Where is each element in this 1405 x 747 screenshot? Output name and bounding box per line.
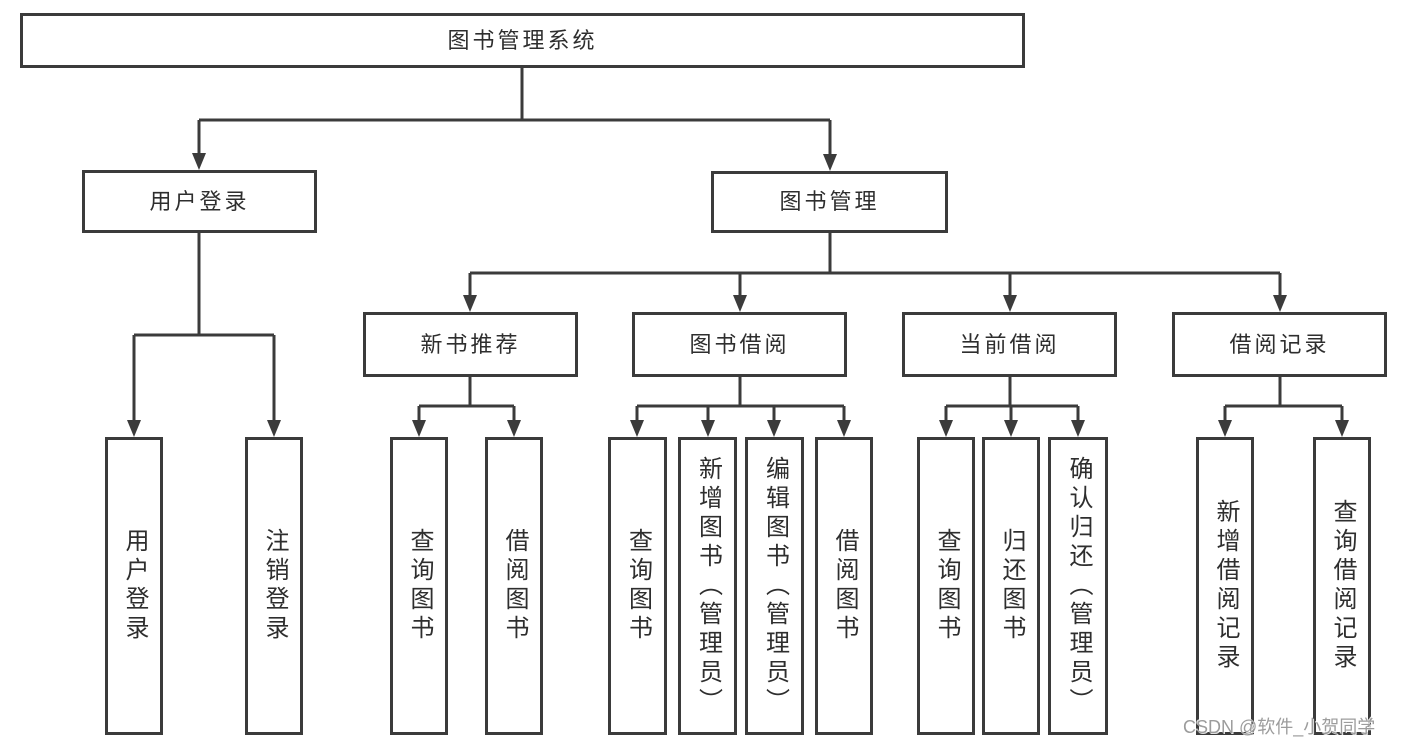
- node-label: 图书管理系统: [447, 27, 598, 53]
- node-label: 新书推荐: [420, 331, 521, 357]
- node-label: 图书借阅: [689, 331, 790, 357]
- node-label: 注销登录: [261, 528, 288, 644]
- arrowhead: [767, 420, 781, 437]
- node-label: 新增借阅记录: [1212, 499, 1239, 673]
- node-label: 查询图书: [624, 528, 652, 644]
- connector-lines: [132, 68, 1344, 423]
- leaf-add-borrow-record: 新增借阅记录: [1196, 437, 1254, 735]
- node-label: 归还图书: [998, 528, 1025, 644]
- node-label: 借阅图书: [501, 528, 528, 644]
- leaf-query-books-borrow: 查询图书: [608, 437, 667, 735]
- arrowhead: [630, 420, 644, 437]
- node-label: 查询借阅记录: [1329, 499, 1356, 673]
- node-current-borrow: 当前借阅: [902, 312, 1117, 377]
- node-label: 当前借阅: [959, 331, 1060, 357]
- arrowhead: [192, 153, 206, 170]
- node-book-borrow: 图书借阅: [632, 312, 847, 377]
- node-label: 查询图书: [406, 528, 433, 644]
- node-borrow-record: 借阅记录: [1172, 312, 1387, 377]
- leaf-add-books-admin: 新增图书（管理员）: [678, 437, 737, 735]
- node-user-login: 用户登录: [82, 170, 317, 233]
- leaf-user-login: 用户登录: [105, 437, 163, 735]
- arrowhead: [267, 420, 281, 437]
- arrowheads: [127, 153, 1349, 437]
- node-root: 图书管理系统: [20, 13, 1025, 68]
- arrowhead: [1218, 420, 1232, 437]
- leaf-borrow-books-recommend: 借阅图书: [485, 437, 543, 735]
- leaf-query-borrow-record: 查询借阅记录: [1313, 437, 1371, 735]
- arrowhead: [412, 420, 426, 437]
- arrowhead: [837, 420, 851, 437]
- arrowhead: [127, 420, 141, 437]
- node-label: 借阅记录: [1229, 331, 1330, 357]
- node-label: 用户登录: [121, 528, 148, 644]
- node-new-book-recommend: 新书推荐: [363, 312, 578, 377]
- csdn-watermark: CSDN @软件_小贺同学: [1183, 717, 1376, 737]
- arrowhead: [733, 295, 747, 312]
- arrowhead: [1071, 420, 1085, 437]
- node-label: 图书管理: [779, 189, 880, 214]
- leaf-borrow-books: 借阅图书: [815, 437, 873, 735]
- leaf-query-books-recommend: 查询图书: [390, 437, 448, 735]
- leaf-query-books-current: 查询图书: [917, 437, 975, 735]
- arrowhead: [1335, 420, 1349, 437]
- arrowhead: [939, 420, 953, 437]
- arrowhead: [1003, 295, 1017, 312]
- node-label: 用户登录: [149, 188, 250, 214]
- leaf-edit-books-admin: 编辑图书（管理员）: [745, 437, 804, 735]
- node-label: 新增图书（管理员）: [694, 455, 722, 717]
- arrowhead: [701, 420, 715, 437]
- node-book-management: 图书管理: [711, 171, 948, 233]
- arrowhead: [1273, 295, 1287, 312]
- leaf-return-books: 归还图书: [982, 437, 1040, 735]
- node-label: 查询图书: [933, 528, 960, 644]
- leaf-confirm-return-admin: 确认归还（管理员）: [1048, 437, 1108, 735]
- node-label: 编辑图书（管理员）: [761, 455, 789, 717]
- arrowhead: [1004, 420, 1018, 437]
- arrowhead: [463, 295, 477, 312]
- arrowhead: [823, 154, 837, 171]
- arrowhead: [507, 420, 521, 437]
- node-label: 确认归还（管理员）: [1065, 455, 1092, 717]
- node-label: 借阅图书: [831, 528, 858, 644]
- leaf-logout: 注销登录: [245, 437, 303, 735]
